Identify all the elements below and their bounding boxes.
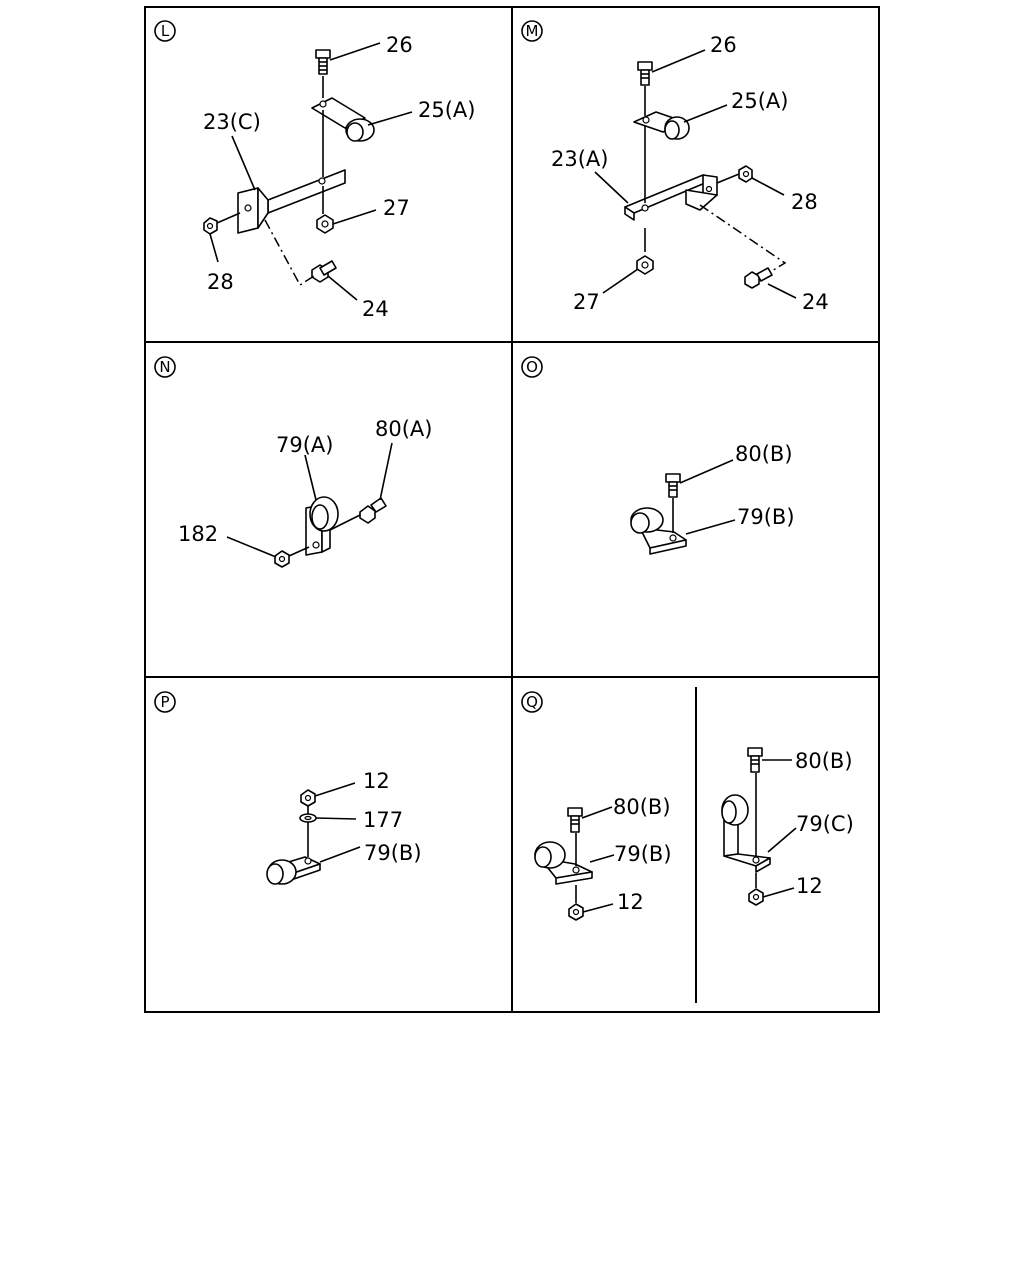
callout-label: 79(C)	[796, 812, 854, 836]
panel-letter: N	[159, 358, 170, 376]
panel-o: O 80(B) 79(B)	[521, 356, 795, 555]
callout-label: 23(C)	[203, 110, 261, 134]
panel-letter-badge: O	[521, 356, 543, 378]
callout-label: 27	[573, 290, 600, 314]
callout-label: 80(B)	[613, 795, 671, 819]
panel-letter-badge: L	[154, 20, 176, 42]
assembly-lines	[288, 514, 361, 557]
callout-label: 79(B)	[737, 505, 795, 529]
panel-letter: O	[526, 358, 538, 376]
nut-part	[568, 903, 584, 921]
callout-label: 27	[383, 196, 410, 220]
bracket-part	[624, 174, 718, 221]
panel-letter: M	[526, 22, 539, 40]
callout-label: 24	[362, 297, 389, 321]
nut-part	[300, 789, 316, 807]
nut-part	[748, 888, 764, 906]
panel-letter-badge: N	[154, 356, 176, 378]
callout-label: 79(B)	[614, 842, 672, 866]
leader-lines	[762, 759, 797, 898]
callout-label: 24	[802, 290, 829, 314]
callout-label: 80(A)	[375, 417, 432, 441]
panel-q: Q 80(B) 79(B) 12	[521, 691, 854, 921]
bolt-part	[359, 497, 387, 524]
bolt-part	[744, 267, 773, 289]
clamp-part	[266, 856, 321, 885]
callout-label: 12	[617, 890, 644, 914]
callout-label: 80(B)	[795, 749, 853, 773]
panel-n: N 79(A) 80(A) 182	[154, 356, 432, 568]
nut-part	[636, 255, 654, 275]
assembly-lines	[216, 76, 324, 287]
bolt-part	[747, 747, 763, 773]
panel-m: M	[521, 20, 829, 314]
nut-part	[738, 165, 753, 183]
panel-p: P 12 177 79(B)	[154, 691, 422, 885]
panel-letter-badge: M	[521, 20, 543, 42]
panel-letter: L	[161, 22, 170, 40]
leader-lines	[314, 782, 361, 863]
bolt-part	[637, 61, 653, 86]
panel-letter: P	[160, 693, 169, 711]
panel-l: L	[154, 20, 475, 321]
callout-label: 12	[796, 874, 823, 898]
assembly-lines	[644, 86, 787, 273]
callout-label: 182	[178, 522, 218, 546]
washer-part	[299, 813, 317, 823]
nut-part	[203, 217, 218, 235]
callout-label: 79(A)	[276, 433, 333, 457]
clamp-part	[633, 111, 690, 140]
bolt-part	[567, 807, 583, 833]
nut-part	[316, 214, 334, 234]
callout-label: 12	[363, 769, 390, 793]
callout-label: 25(A)	[418, 98, 475, 122]
leader-lines	[594, 49, 797, 299]
callout-label: 23(A)	[551, 147, 608, 171]
callout-label: 25(A)	[731, 89, 788, 113]
leader-lines	[226, 442, 393, 558]
callout-label: 26	[386, 33, 413, 57]
clamp-part	[630, 507, 687, 555]
bracket-part	[237, 169, 346, 234]
callout-label: 28	[207, 270, 234, 294]
callout-label: 28	[791, 190, 818, 214]
clamp-part	[534, 841, 593, 885]
bolt-part	[315, 49, 331, 75]
leader-lines	[679, 459, 736, 535]
callout-label: 26	[710, 33, 737, 57]
panel-letter-badge: Q	[521, 691, 543, 713]
diagram-frame	[144, 6, 880, 1013]
leader-lines	[209, 42, 413, 301]
nut-part	[274, 550, 290, 568]
panel-letter: Q	[526, 693, 538, 711]
leader-lines	[581, 806, 615, 913]
clamp-part	[311, 97, 375, 142]
clamp-part	[721, 794, 771, 873]
clamp-part	[305, 496, 339, 556]
bolt-part	[665, 473, 681, 498]
panel-letter-badge: P	[154, 691, 176, 713]
callout-label: 177	[363, 808, 403, 832]
callout-label: 79(B)	[364, 841, 422, 865]
callout-label: 80(B)	[735, 442, 793, 466]
